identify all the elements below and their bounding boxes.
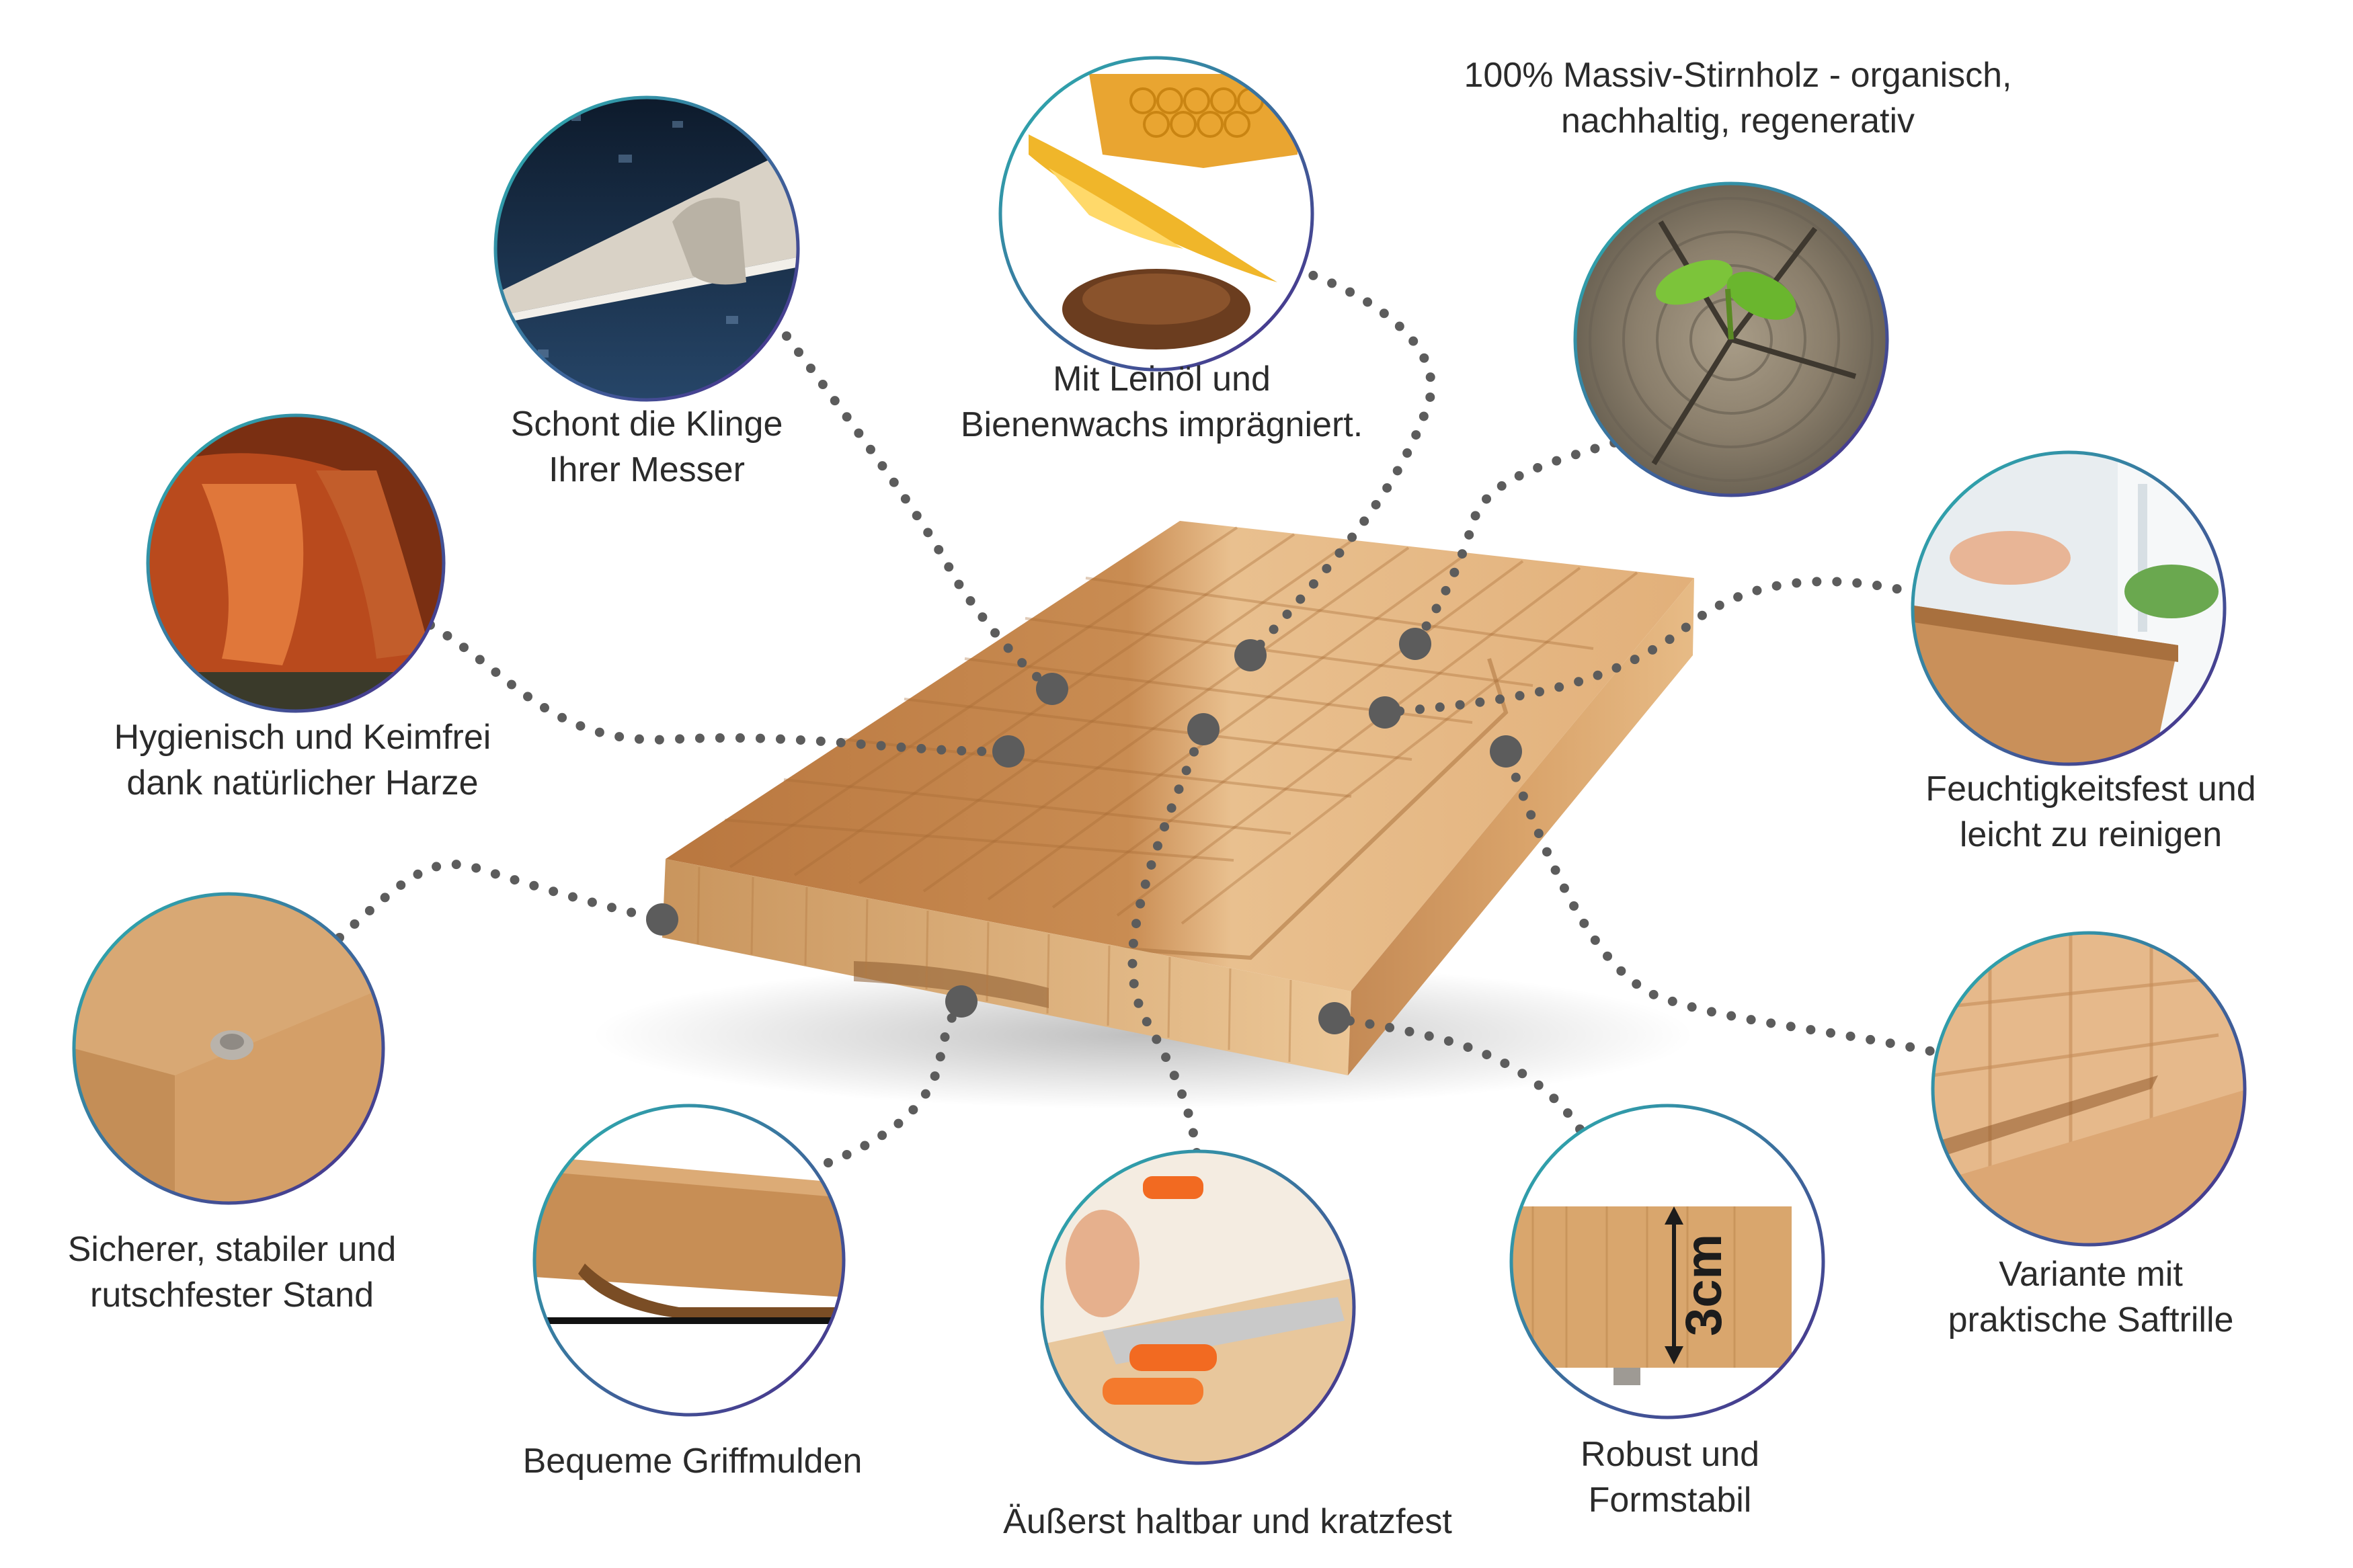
feature-label-line: Schont die Klinge [510,405,783,444]
feature-label-line: 100% Massiv-Stirnholz - organisch, [1464,56,2012,95]
feature-label-line: Mit Leinöl und [1053,360,1271,399]
feature-label-durable: Äußerst haltbar und kratzfest [1003,1499,1452,1544]
connector-endpoint-dots [646,628,1522,1034]
feature-label-line: Feuchtigkeitsfest und [1925,770,2256,809]
photo-circle-oil-beeswax [998,56,1314,372]
photo-circle-juice-groove [1931,931,2247,1247]
feature-label-oil: Mit Leinöl und Bienenwachs imprägniert. [961,356,1363,448]
photo-circle-resin [146,413,446,713]
cutting-board-illustration [592,521,1694,1109]
photo-circle-sprout [1573,181,1889,497]
feature-label-juice-groove: Variante mit praktische Saftrille [1948,1251,2234,1343]
feature-label-line: rutschfester Stand [90,1276,374,1315]
photo-circle-handle-groove [532,1104,846,1417]
feature-label-robust: Robust und Formstabil [1581,1432,1759,1523]
thickness-label: 3cm [1675,1234,1732,1336]
feature-label-hygienic: Hygienisch und Keimfrei dank natürlicher… [114,714,491,806]
photo-circle-sink [1911,450,2227,766]
feature-label-line: nachhaltig, regenerativ [1560,101,1915,140]
feature-label-line: Bienenwachs imprägniert. [960,405,1363,444]
feature-label-line: leicht zu reinigen [1959,815,2223,854]
feature-label-handles: Bequeme Griffmulden [523,1438,863,1484]
photo-circle-rubber-foot [72,892,385,1205]
feature-label-line: Formstabil [1588,1481,1752,1520]
feature-label-line: Sicherer, stabiler und [67,1230,397,1269]
feature-label-line: Ihrer Messer [549,450,745,489]
feature-label-wood: 100% Massiv-Stirnholz - organisch, nachh… [1464,52,2012,144]
feature-label-stand: Sicherer, stabiler und rutschfester Stan… [68,1227,397,1318]
photo-circle-cutting [1040,1149,1356,1465]
feature-label-line: Variante mit [1999,1255,2183,1294]
feature-label-line: Hygienisch und Keimfrei [114,718,491,757]
feature-label-line: Bequeme Griffmulden [522,1442,863,1481]
photo-circle-knife [493,95,800,402]
feature-label-line: Äußerst haltbar und kratzfest [1003,1502,1452,1541]
connector-lines [335,264,1954,1167]
feature-label-knife: Schont die Klinge Ihrer Messer [511,401,783,493]
feature-label-line: praktische Saftrille [1948,1301,2234,1339]
photo-circle-thickness: 3cm [1509,1104,1825,1419]
feature-label-line: dank natürlicher Harze [126,764,479,802]
feature-label-line: Robust und [1581,1435,1759,1474]
feature-label-moisture: Feuchtigkeitsfest und leicht zu reinigen [1925,766,2256,858]
